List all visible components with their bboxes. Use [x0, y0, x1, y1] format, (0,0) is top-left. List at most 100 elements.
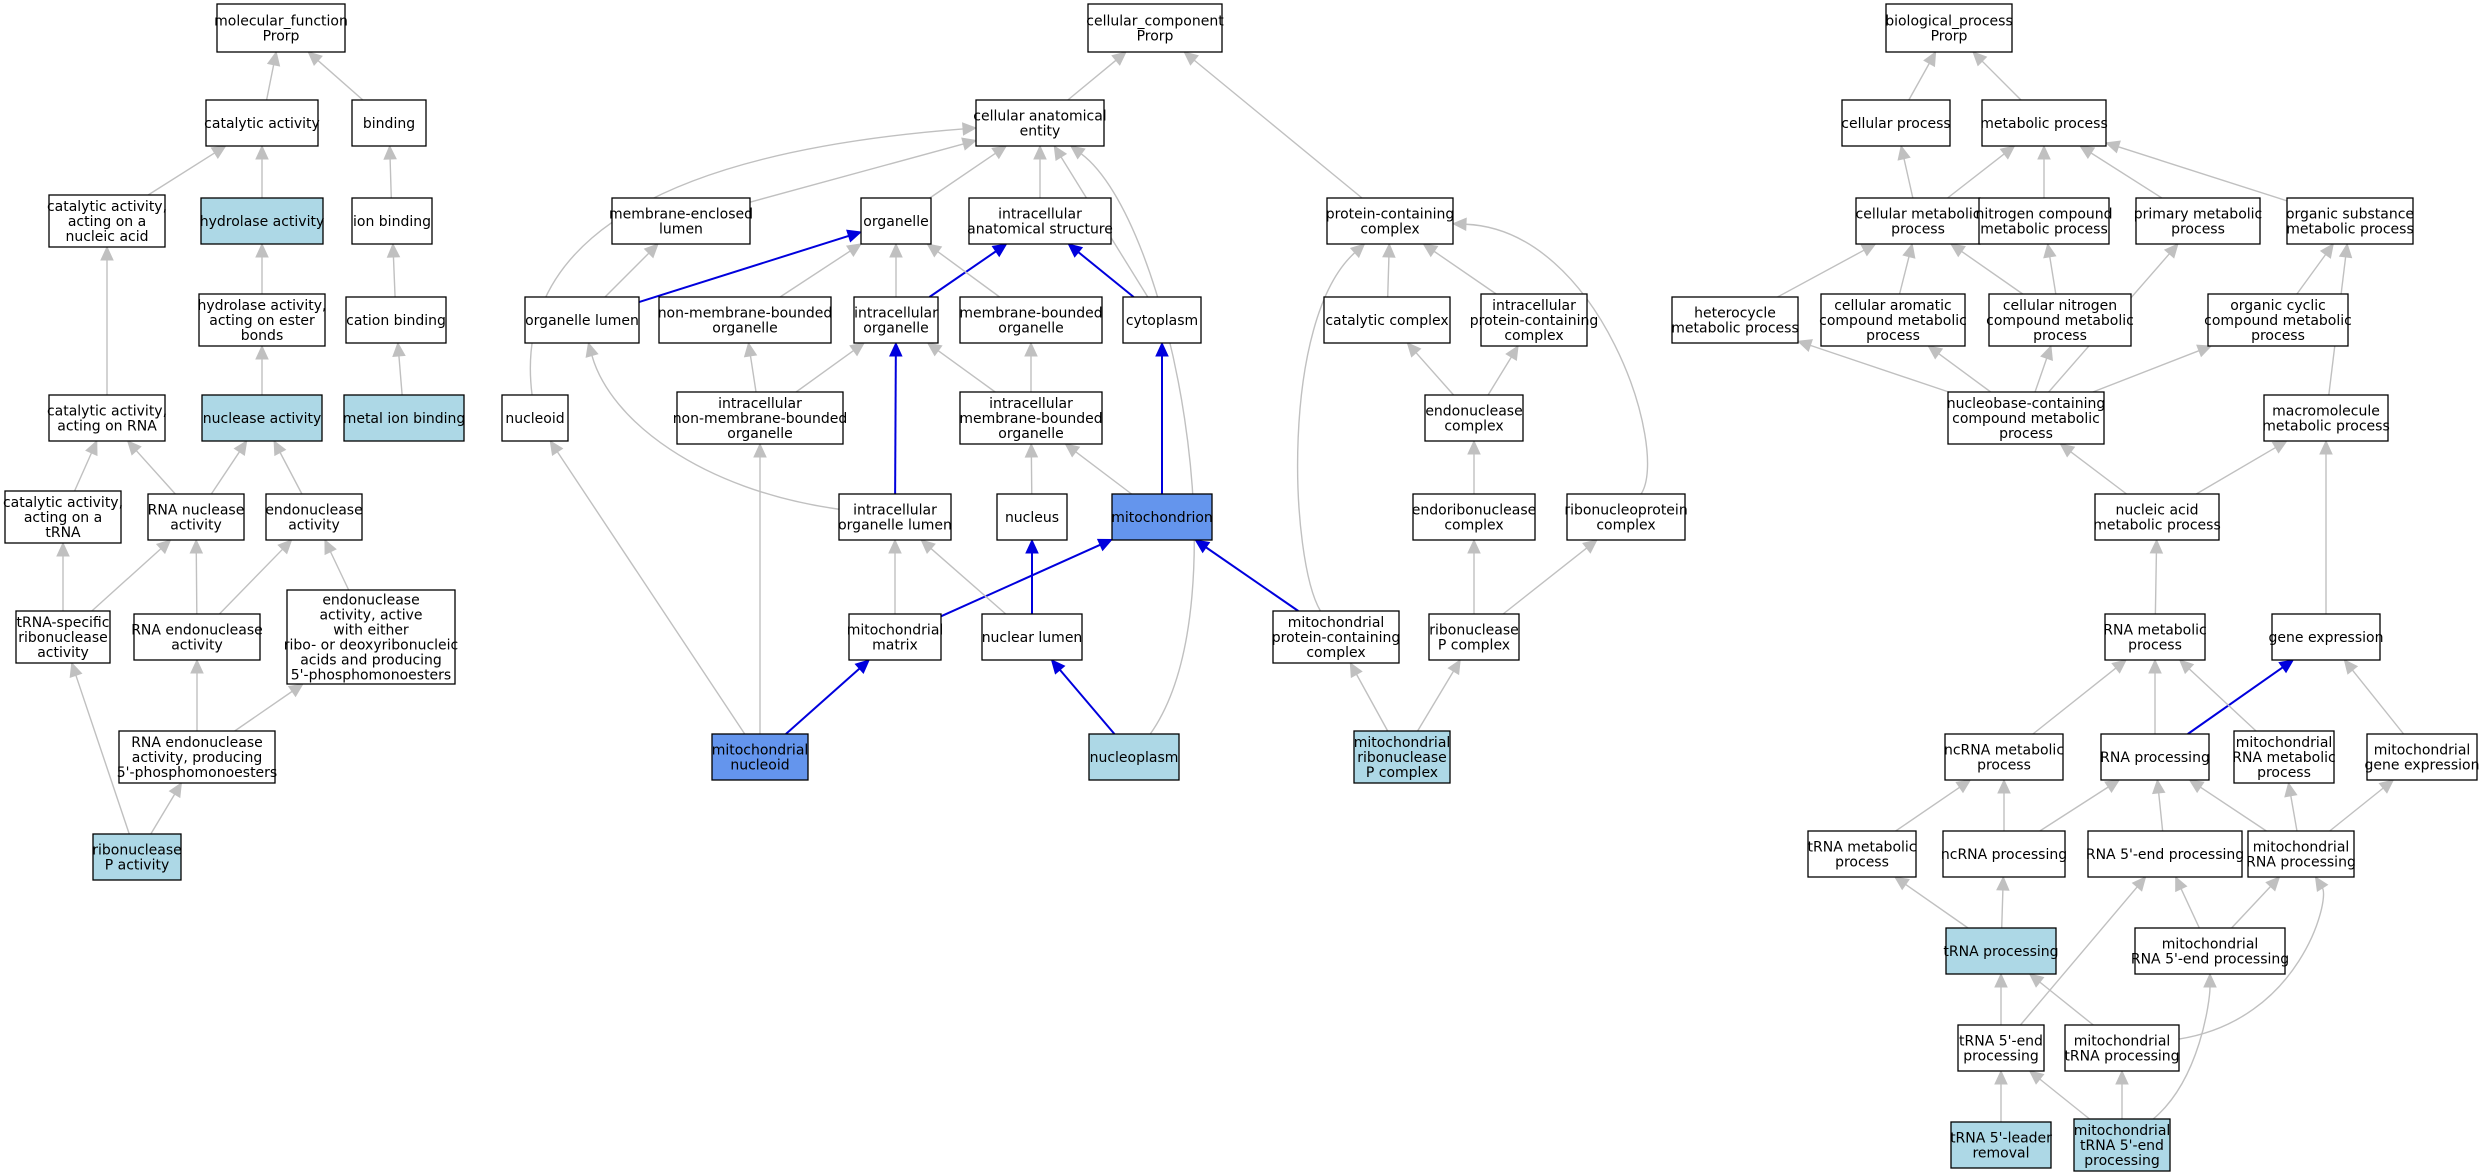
edge-nbccmp-to-cncmp [2034, 344, 2053, 393]
node-nucleoid[interactable]: nucleoid [501, 394, 569, 442]
node-metab_proc[interactable]: metabolic process [1980, 99, 2108, 147]
node-ncrna_proc[interactable]: ncRNA processing [1941, 830, 2067, 878]
node-label: organic cyclic [2230, 298, 2326, 314]
node-mito[interactable]: mitochondrion [1111, 493, 1213, 541]
edge-line [265, 64, 275, 101]
node-catalytic[interactable]: catalytic activity [204, 99, 320, 147]
node-nuclease[interactable]: nuclease activity [201, 394, 323, 442]
node-nucleoplasm[interactable]: nucleoplasm [1088, 733, 1180, 781]
node-binding[interactable]: binding [351, 99, 427, 147]
node-organelle[interactable]: organelle [860, 197, 932, 245]
node-cytoplasm[interactable]: cytoplasm [1122, 296, 1202, 344]
node-label: compound metabolic [2204, 313, 2352, 329]
node-cat_rna[interactable]: catalytic activity,acting on RNA [47, 394, 167, 442]
edge-line [147, 152, 216, 196]
node-nucleus[interactable]: nucleus [996, 493, 1068, 541]
node-hydrolase[interactable]: hydrolase activity [200, 197, 325, 245]
node-label: mitochondrion [1111, 510, 1213, 526]
node-trna_proc[interactable]: tRNA processing [1943, 927, 2059, 975]
node-label: cellular process [1841, 116, 1950, 132]
node-rna_proc[interactable]: RNA processing [2100, 733, 2210, 781]
node-inmbo[interactable]: intracellularnon-membrane-boundedorganel… [673, 391, 848, 445]
node-rna5_proc[interactable]: RNA 5'-end processing [2086, 830, 2244, 878]
node-label: mitochondrial [2162, 937, 2259, 953]
node-box [1957, 1024, 2045, 1072]
node-label: process [1977, 758, 2031, 774]
node-org_lumen[interactable]: organelle lumen [524, 296, 640, 344]
node-cell_proc[interactable]: cellular process [1841, 99, 1951, 147]
node-nuc_lumen[interactable]: nuclear lumen [981, 613, 1083, 661]
node-gene_expr[interactable]: gene expression [2269, 613, 2384, 661]
node-metal_ion[interactable]: metal ion binding [343, 394, 466, 442]
edge-line [1903, 158, 1914, 199]
node-label: processing [1963, 1049, 2038, 1065]
node-label: nuclear lumen [982, 630, 1083, 646]
edge-pmp-to-metab_proc [2079, 145, 2163, 199]
edge-line [1433, 250, 1497, 295]
node-box [981, 613, 1083, 661]
node-box [524, 296, 640, 344]
edge-metab_proc-to-bp [1972, 51, 2022, 101]
node-cat_complex[interactable]: catalytic complex [1323, 296, 1451, 344]
arrowhead [961, 137, 978, 151]
node-cation_binding[interactable]: cation binding [345, 296, 447, 344]
node-label: acting on RNA [57, 419, 157, 435]
node-box [1944, 733, 2064, 781]
node-ion_binding[interactable]: ion binding [351, 197, 433, 245]
node-label: tRNA-specific [17, 615, 110, 631]
